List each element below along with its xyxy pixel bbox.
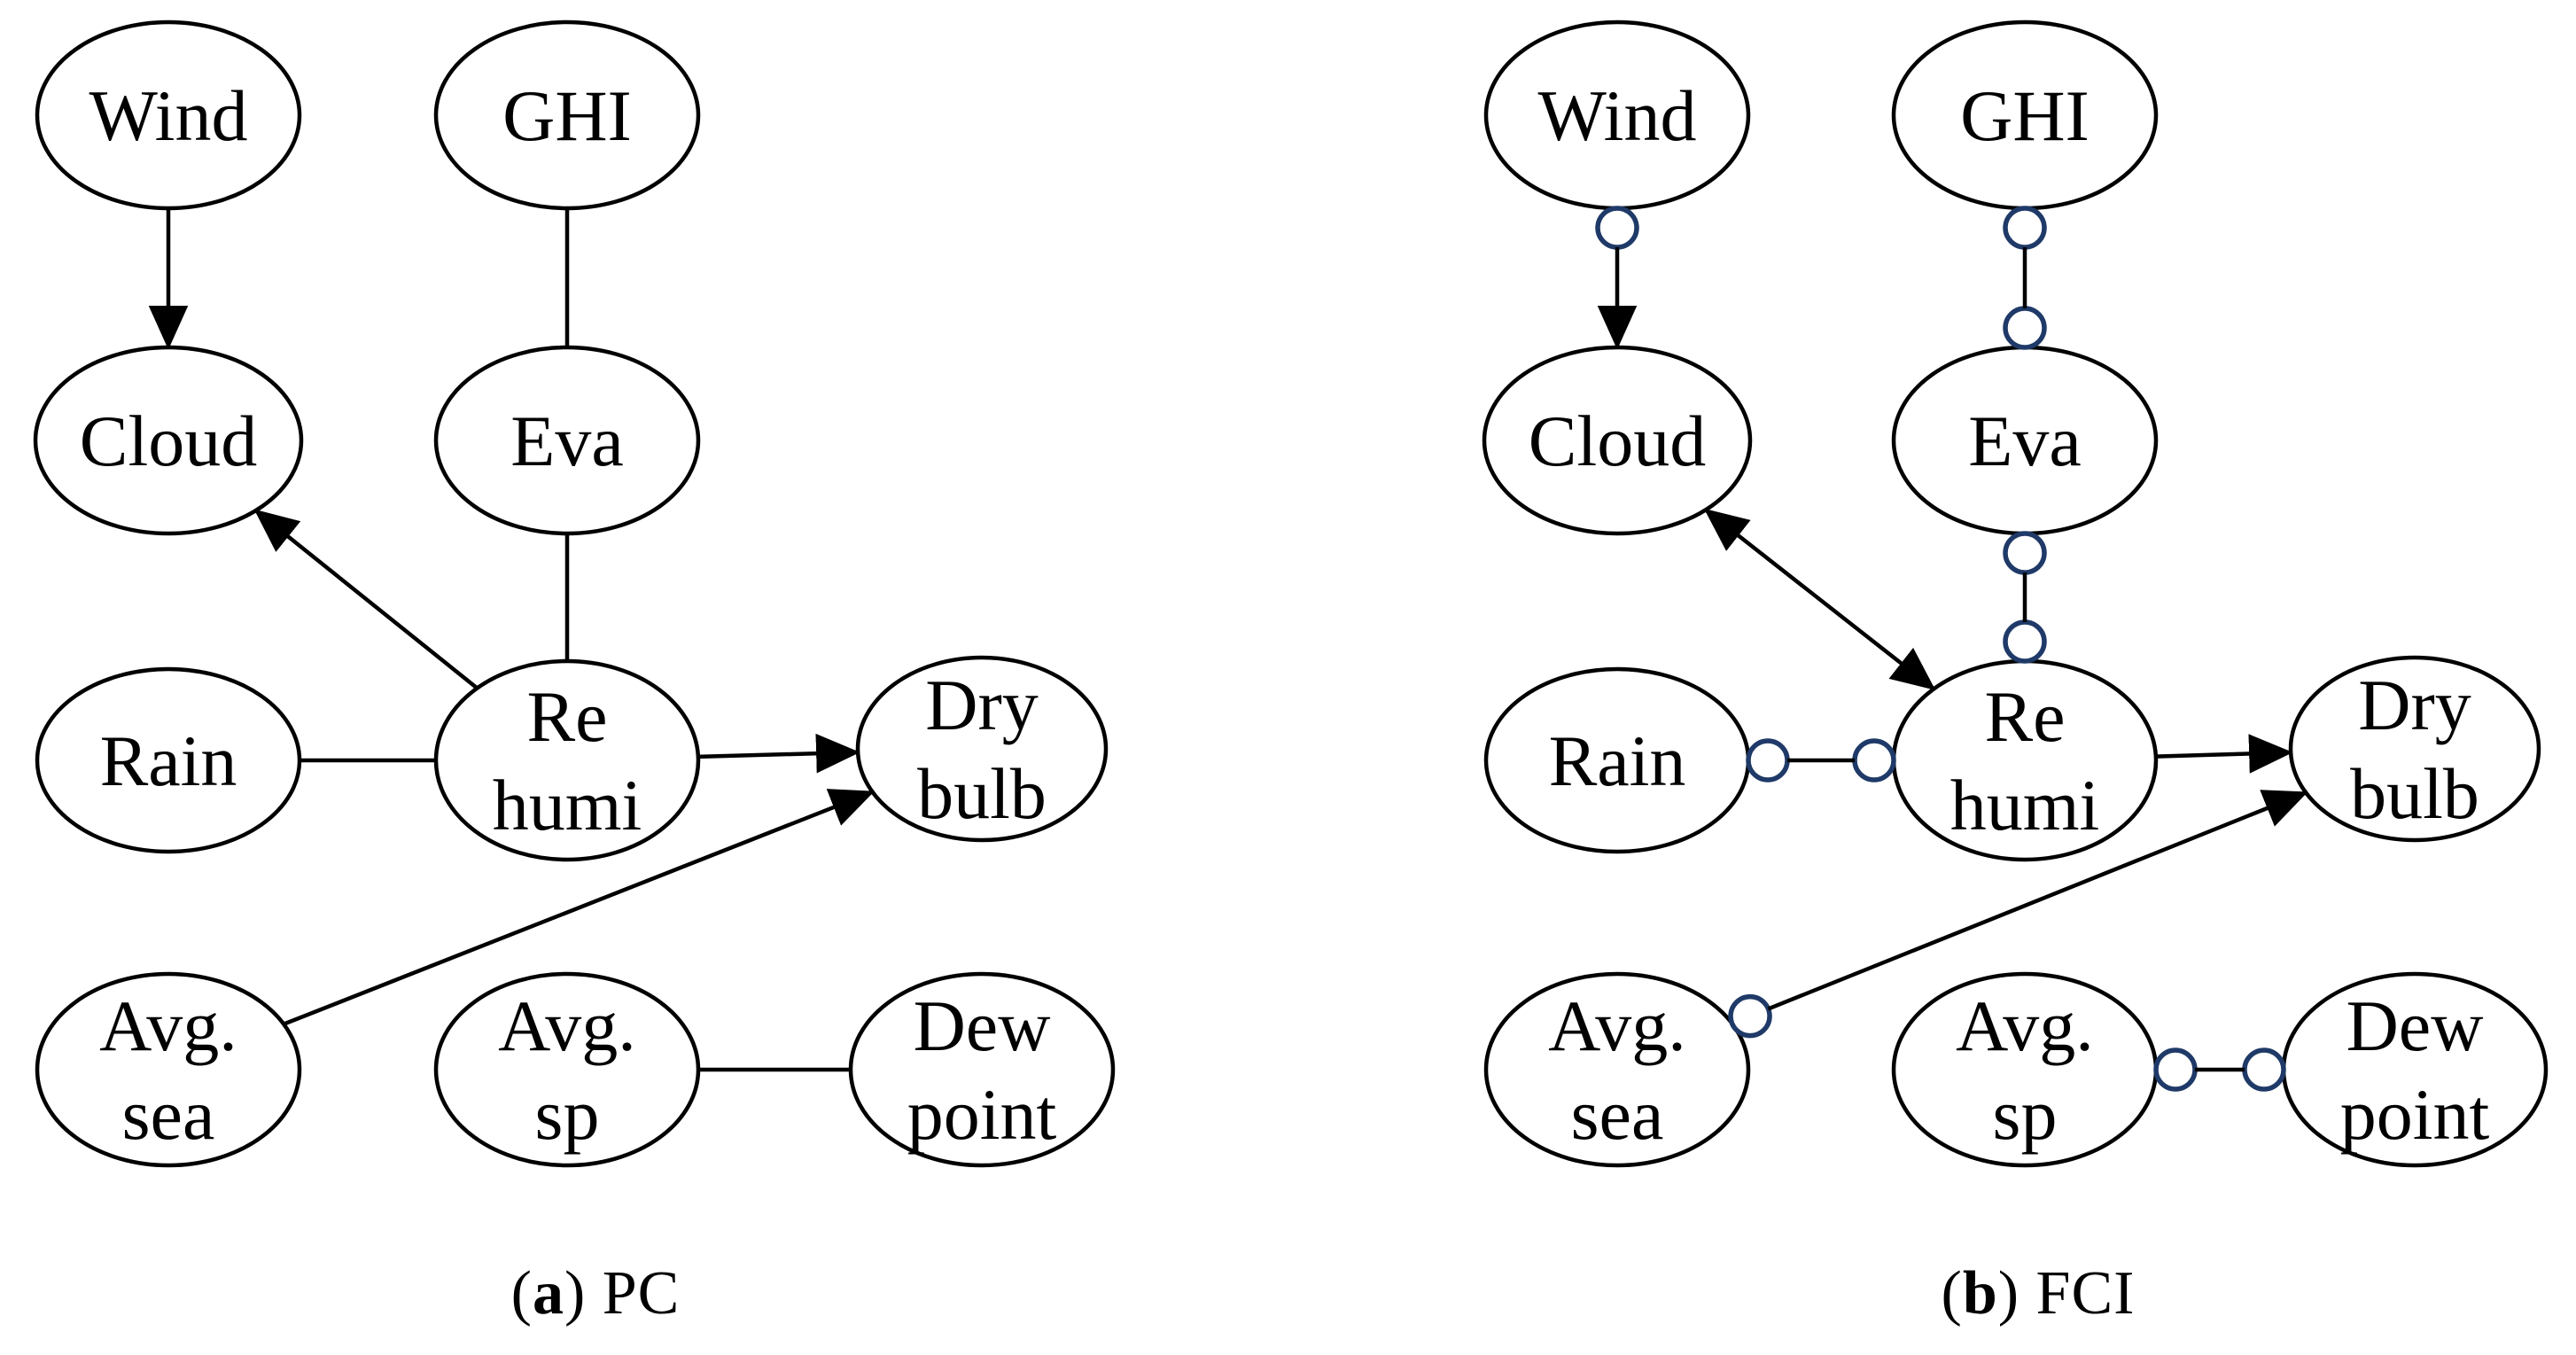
caption-pc-open: (	[510, 1259, 533, 1328]
caption-pc-letter: a	[532, 1259, 564, 1328]
edge-rain-re_humi-fci-end-circle-mark	[1852, 738, 1896, 783]
caption-pc: (a) PC	[511, 1258, 681, 1329]
node-label-avg_sp-pc: Avg.sp	[498, 985, 636, 1155]
caption-pc-rest: ) PC	[564, 1259, 681, 1328]
edge-ghi-eva-fci-start-circle-mark	[2003, 206, 2047, 250]
caption-fci-open: (	[1941, 1259, 1963, 1328]
edge-re_humi-dry_bulb-fci	[2155, 734, 2293, 774]
edge-re_humi-cloud-pc	[253, 509, 479, 690]
node-label-wind-fci: Wind	[1538, 75, 1697, 156]
caption-fci-letter: b	[1962, 1259, 1998, 1328]
edge-avg_sea-dry_bulb-fci	[1767, 790, 2308, 1011]
node-label-cloud-pc: Cloud	[80, 401, 257, 481]
node-label-wind-pc: Wind	[89, 75, 248, 156]
edge-avg_sp-dew_point-fci-end-circle-mark	[2242, 1047, 2286, 1092]
edge-cloud-re_humi-fci	[1703, 508, 1936, 691]
caption-fci-rest: ) FCI	[1997, 1259, 2136, 1328]
edge-avg_sea-dry_bulb-fci-start-circle-mark	[1728, 993, 1772, 1039]
node-label-ghi-pc: GHI	[502, 75, 632, 156]
node-label-ghi-fci: GHI	[1960, 75, 2090, 156]
edge-ghi-eva-fci-end-circle-mark	[2003, 306, 2047, 350]
node-label-rain-fci: Rain	[1549, 720, 1686, 801]
node-label-avg_sea-pc: Avg.sea	[99, 985, 237, 1155]
node-label-eva-pc: Eva	[510, 401, 623, 481]
edge-re_humi-dry_bulb-pc	[697, 733, 860, 774]
node-label-avg_sea-fci: Avg.sea	[1548, 985, 1686, 1155]
node-label-eva-fci: Eva	[1968, 401, 2081, 481]
caption-fci: (b) FCI	[1942, 1258, 2136, 1329]
node-label-cloud-fci: Cloud	[1529, 401, 1706, 481]
edge-eva-re_humi-fci-start-circle-mark	[2003, 531, 2047, 575]
node-label-avg_sp-fci: Avg.sp	[1956, 985, 2094, 1155]
node-label-rain-pc: Rain	[100, 720, 237, 801]
edge-avg_sp-dew_point-fci-start-circle-mark	[2153, 1047, 2198, 1092]
node-avg_sea-fci	[1483, 971, 1751, 1168]
edge-avg_sea-dry_bulb-pc	[283, 789, 875, 1026]
node-avg_sea-pc	[35, 971, 302, 1168]
edge-wind-cloud-fci-start-circle-mark	[1595, 206, 1639, 250]
edge-rain-re_humi-fci-start-circle-mark	[1746, 738, 1790, 783]
edge-eva-re_humi-fci-end-circle-mark	[2003, 619, 2047, 664]
